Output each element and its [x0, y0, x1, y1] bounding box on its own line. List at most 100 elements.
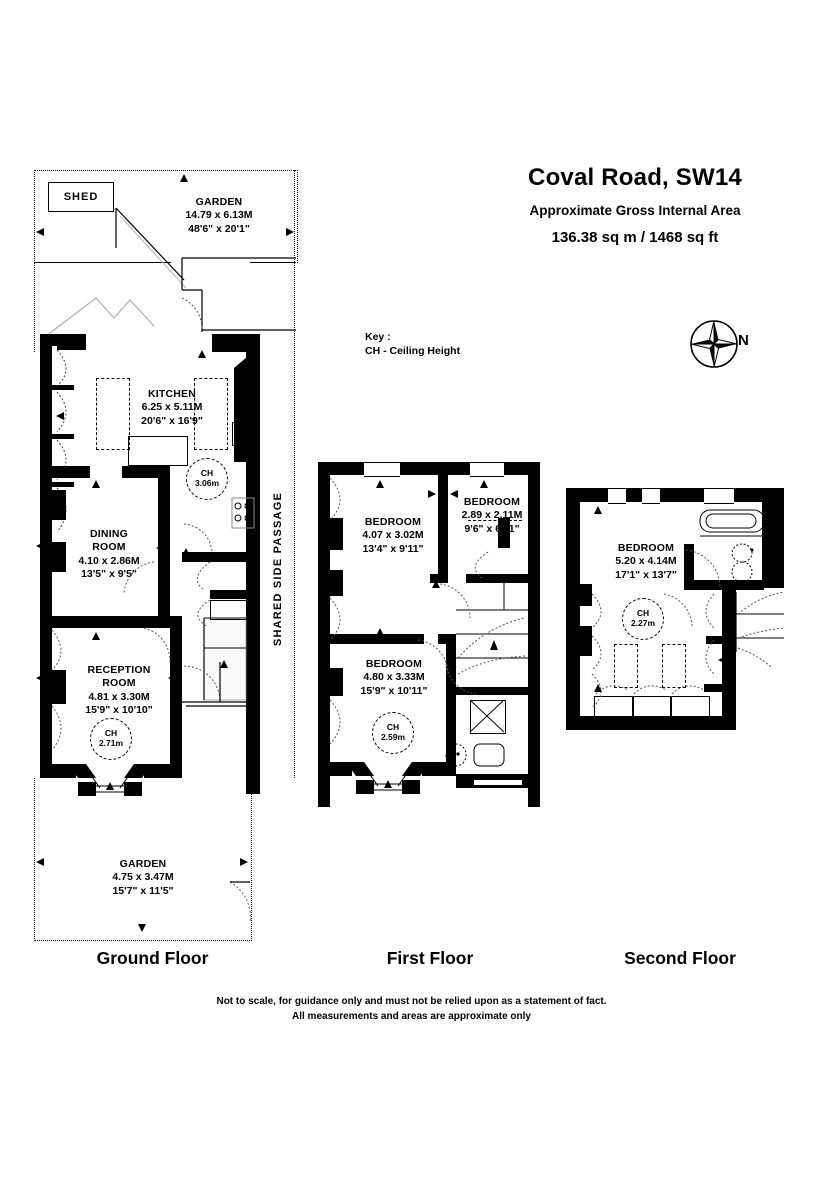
- dining-room-name2: ROOM: [92, 541, 126, 554]
- reception-wall-left: [40, 616, 52, 776]
- reception-room-label: RECEPTION ROOM 4.81 x 3.30M 15'9" x 10'1…: [60, 664, 178, 718]
- first-window-rear-left: [364, 462, 400, 477]
- first-small-bedroom-wardrobe: [468, 506, 522, 521]
- front-garden-name: GARDEN: [119, 858, 167, 870]
- first-bedroom-small-imperial: 9'6" x 6'11": [464, 522, 520, 535]
- second-window-rear-3: [704, 488, 734, 504]
- second-wall-right-upper: [762, 488, 784, 588]
- rear-garden-label: GARDEN 14.79 x 6.13M 48'6" x 20'1": [154, 196, 284, 236]
- reception-room-imperial: 15'9" x 10'10": [85, 704, 153, 717]
- first-bedroom-small-metric: 2.89 x 2.11M: [461, 509, 523, 522]
- kitchen-island-outline: [96, 378, 130, 450]
- area-subtitle: Approximate Gross Internal Area: [529, 203, 741, 219]
- dining-wall-top: [40, 466, 90, 478]
- second-bedroom-imperial: 17'1" x 13'7": [615, 568, 677, 581]
- front-garden-imperial: 15'7" x 11'5": [112, 884, 174, 897]
- key-legend: Key : CH - Ceiling Height: [365, 330, 460, 358]
- hall-cupboard: [210, 600, 248, 620]
- first-mid-wall: [318, 634, 424, 644]
- chimney-breast-left-1: [52, 490, 66, 520]
- second-storage-2: [632, 696, 672, 720]
- key-label: Key :: [365, 331, 391, 343]
- party-wall-right: [246, 334, 260, 794]
- first-bath-wall-h: [456, 686, 528, 695]
- first-partition-h-left: [430, 574, 448, 583]
- first-bedroom-rear-label: BEDROOM 4.07 x 3.02M 13'4" x 9'11": [338, 516, 448, 556]
- first-bedroom-front-metric: 4.80 x 3.33M: [363, 671, 425, 684]
- second-eaves-left: [614, 644, 638, 688]
- reception-bay-window: [36, 627, 246, 796]
- second-bedroom-metric: 5.20 x 4.14M: [615, 555, 677, 568]
- kitchen-label: KITCHEN 6.25 x 5.11M 20'6" x 16'9": [112, 388, 232, 428]
- second-eaves-right: [662, 644, 686, 688]
- reception-room-name2: ROOM: [102, 677, 136, 690]
- first-bath-wall-vertical: [446, 644, 456, 774]
- garden-divider: [34, 262, 171, 263]
- dining-room-label: DINING ROOM 4.10 x 2.86M 13'5" x 9'5": [54, 528, 164, 582]
- front-garden-metric: 4.75 x 3.47M: [112, 871, 174, 884]
- first-chimney-front-1: [330, 668, 343, 696]
- second-window-rear-2: [642, 488, 660, 504]
- reception-wall-bottom-left: [40, 764, 76, 778]
- second-bath-wall: [684, 580, 764, 590]
- kitchen-units-outline: [194, 378, 228, 450]
- second-chimney-left: [580, 626, 592, 656]
- first-chimney-left-1: [330, 518, 343, 550]
- second-eaves-partition: [706, 636, 724, 644]
- reception-room-name: RECEPTION: [87, 664, 151, 676]
- first-window-rear-right: [470, 462, 504, 477]
- garden-divider-2: [250, 262, 296, 263]
- second-bedroom-label: BEDROOM 5.20 x 4.14M 17'1" x 13'7": [590, 542, 702, 582]
- first-bedroom-front-label: BEDROOM 4.80 x 3.33M 15'9" x 10'11": [338, 658, 450, 698]
- rear-garden-name: GARDEN: [195, 196, 243, 208]
- second-bedroom-name: BEDROOM: [617, 542, 675, 554]
- first-small-bed-wall: [498, 518, 510, 548]
- rear-garden-imperial: 48'6" x 20'1": [188, 222, 250, 235]
- compass-rose-icon: N: [688, 318, 758, 370]
- ground-floor-plan: SHED GARDEN 14.79 x 6.13M 48'6" x 20'1": [34, 170, 314, 945]
- ground-annotation-lines: [36, 174, 296, 337]
- kitchen-imperial: 20'6" x 16'9": [141, 414, 203, 427]
- first-wall-bottom-mid: [422, 762, 456, 776]
- first-floor-plan: BEDROOM 4.07 x 3.02M 13'4" x 9'11" BEDRO…: [318, 462, 543, 832]
- first-wall-right: [528, 462, 540, 807]
- first-mid-wall-2: [438, 634, 456, 644]
- ground-floor-caption: Ground Floor: [96, 948, 209, 968]
- shed-label: SHED: [63, 191, 99, 203]
- second-bath-wall-v: [684, 544, 694, 590]
- compass-north-label: N: [738, 332, 749, 349]
- first-bedroom-small-label: BEDROOM 2.89 x 2.11M 9'6" x 6'11": [446, 496, 538, 536]
- reception-chimney-1: [52, 670, 66, 704]
- chimney-breast-left-2: [52, 542, 66, 572]
- first-floor-caption: First Floor: [386, 948, 474, 968]
- first-bedroom-front-imperial: 15'9" x 10'11": [360, 684, 428, 697]
- ground-stairs: [36, 480, 247, 701]
- second-floor-caption: Second Floor: [624, 948, 736, 968]
- side-boundary-left-upper: [34, 262, 36, 352]
- rear-garden-boundary: [34, 170, 298, 263]
- kitchen-name: KITCHEN: [147, 388, 197, 400]
- shed-box: SHED: [48, 182, 114, 212]
- first-landing-wall: [466, 574, 528, 583]
- second-storage-3: [670, 696, 710, 720]
- gross-internal-area: 136.38 sq m / 1468 sq ft: [551, 229, 719, 247]
- second-storage-1: [594, 696, 634, 720]
- first-bedroom-rear-metric: 4.07 x 3.02M: [362, 529, 424, 542]
- dining-room-imperial: 13'5" x 9'5": [81, 568, 137, 581]
- first-wall-bottom-left: [318, 762, 352, 776]
- side-passage-boundary: [294, 170, 296, 778]
- second-eaves-partition-2: [704, 684, 724, 692]
- front-garden-annotations: [36, 858, 251, 932]
- kitchen-metric: 6.25 x 5.11M: [141, 401, 203, 414]
- dining-room-name: DINING: [90, 528, 128, 540]
- disclaimer-line-2: All measurements and areas are approxima…: [292, 1010, 531, 1022]
- kitchen-worktop: [128, 436, 188, 466]
- first-bedroom-rear-imperial: 13'4" x 9'11": [362, 542, 424, 555]
- reception-room-metric: 4.81 x 3.30M: [88, 690, 150, 703]
- front-garden-boundary: [34, 778, 252, 941]
